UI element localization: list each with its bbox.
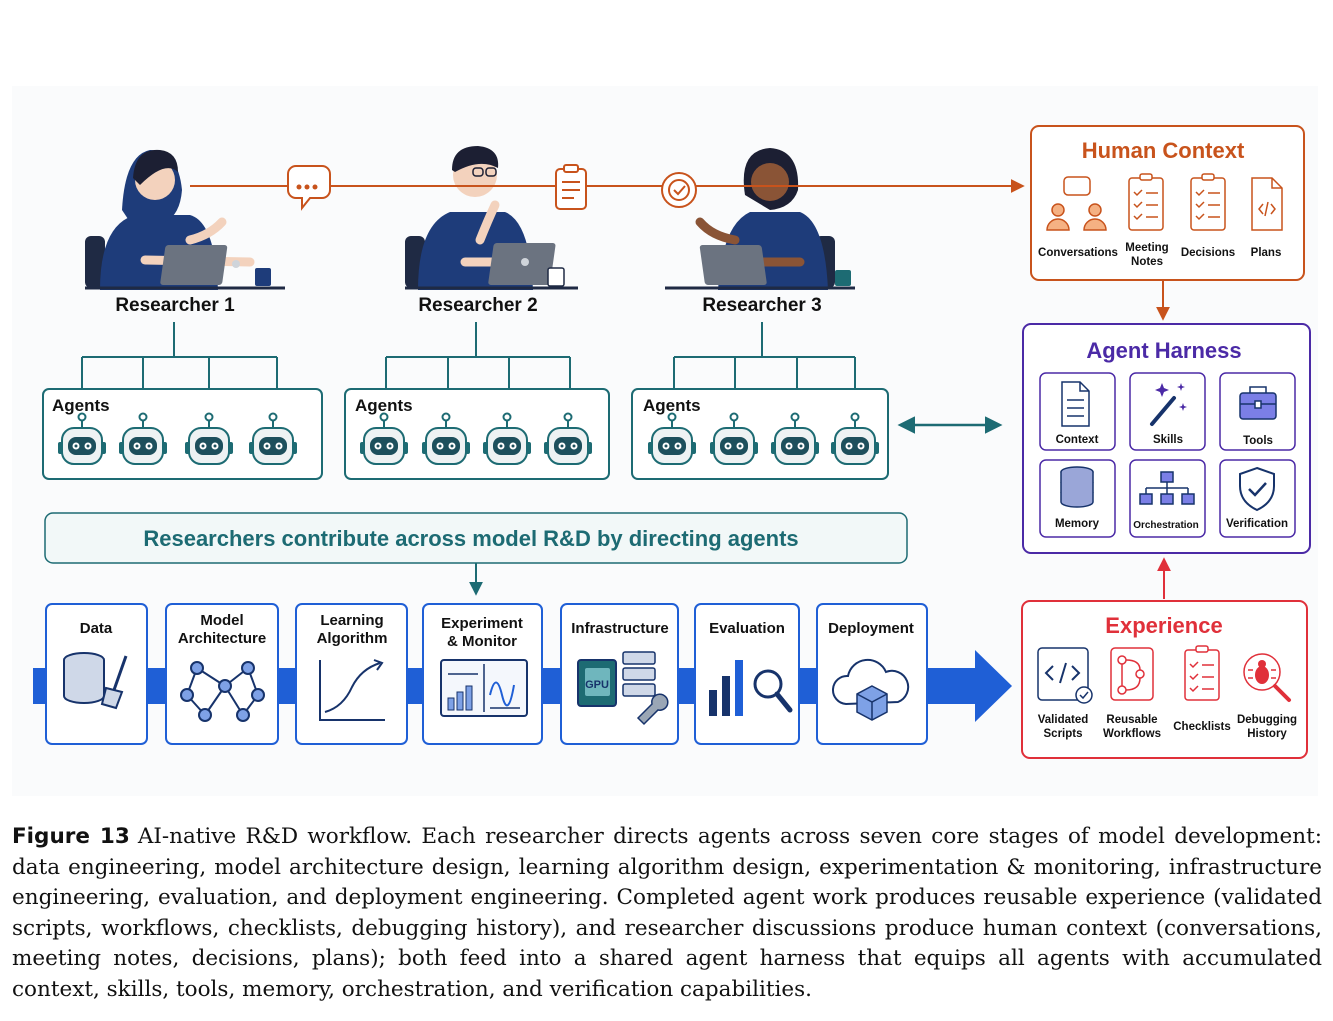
dashboard-icon — [440, 659, 528, 717]
stage-model-architecture-line2: Architecture — [178, 630, 266, 647]
svg-text:GPU: GPU — [585, 679, 609, 691]
workflow-icon — [1110, 647, 1154, 701]
stage-data-label: Data — [80, 620, 113, 637]
meeting-notes-icon — [1128, 173, 1164, 231]
checklist-icon — [1184, 645, 1220, 701]
stage-experiment-monitor-line1: Experiment — [441, 615, 523, 632]
gpu-server-icon: GPU — [577, 651, 669, 726]
banner-text: Researchers contribute across model R&D … — [143, 526, 798, 551]
human-context-panel: Human Context Conversations Meeting Note… — [1030, 125, 1305, 281]
researcher-3 — [665, 148, 855, 290]
stage-experiment-monitor-line2: & Monitor — [447, 633, 517, 650]
stage-model-architecture-line1: Model — [200, 612, 243, 629]
exp-reusable-workflows-line2: Workflows — [1103, 728, 1161, 740]
magic-wand-icon — [1150, 383, 1187, 426]
exp-debugging-history-line1: Debugging — [1237, 714, 1297, 726]
harness-tools-label: Tools — [1243, 435, 1273, 447]
stage-deployment: Deployment — [816, 603, 928, 745]
hierarchy-icon — [1139, 471, 1195, 505]
toolbox-icon — [1239, 386, 1277, 420]
agents-label: Agents — [643, 396, 701, 415]
check-circle-icon — [661, 172, 697, 208]
hc-meeting-notes-line2: Notes — [1131, 256, 1163, 268]
database-icon — [1060, 466, 1094, 508]
stage-infrastructure-label: Infrastructure — [571, 620, 669, 637]
stage-evaluation: Evaluation — [694, 603, 800, 745]
document-icon — [1061, 381, 1090, 427]
stage-infrastructure: Infrastructure GPU — [560, 603, 679, 745]
curve-chart-icon — [319, 659, 385, 721]
agent-group-1: Agents — [42, 388, 323, 480]
stage-evaluation-label: Evaluation — [709, 620, 785, 637]
hc-plans-label: Plans — [1251, 247, 1282, 259]
stage-learning-algorithm-line1: Learning — [320, 612, 383, 629]
agent-group-2: Agents — [344, 388, 610, 480]
exp-debugging-history-line2: History — [1247, 728, 1287, 740]
harness-verification-label: Verification — [1226, 518, 1288, 530]
experience-panel: Experience Validated Scripts — [1021, 600, 1308, 759]
bug-icon — [1243, 653, 1291, 702]
shield-check-icon — [1239, 466, 1275, 512]
agents-label: Agents — [52, 396, 110, 415]
harness-orchestration-label: Orchestration — [1133, 520, 1199, 531]
network-icon — [180, 661, 265, 722]
code-check-icon — [1037, 647, 1093, 704]
agents-label: Agents — [355, 396, 413, 415]
exp-validated-scripts-line1: Validated — [1038, 714, 1089, 726]
cloud-cube-icon — [831, 658, 910, 721]
researcher-3-label: Researcher 3 — [702, 295, 821, 316]
people-chat-icon — [1046, 176, 1107, 231]
stage-learning-algorithm: Learning Algorithm — [295, 603, 408, 745]
bar-magnifier-icon — [709, 660, 793, 716]
hc-conversations-label: Conversations — [1038, 247, 1118, 259]
workflow-diagram: Researcher 1 Researcher 2 Researcher 3 A… — [33, 125, 1311, 759]
agent-harness-panel: Agent Harness — [1022, 323, 1311, 554]
chat-bubble-icon — [287, 165, 331, 211]
hc-meeting-notes-line1: Meeting — [1125, 242, 1168, 254]
agent-harness-title: Agent Harness — [1086, 338, 1241, 363]
harness-skills-label: Skills — [1153, 434, 1183, 446]
researcher-1 — [85, 149, 285, 290]
database-icon — [63, 652, 128, 710]
hc-decisions-label: Decisions — [1181, 247, 1235, 259]
clipboard-icon — [555, 164, 587, 210]
stage-data: Data — [45, 603, 148, 745]
harness-context-label: Context — [1056, 434, 1099, 446]
exp-reusable-workflows-line1: Reusable — [1106, 714, 1157, 726]
decisions-icon — [1190, 173, 1226, 231]
stage-learning-algorithm-line2: Algorithm — [317, 630, 388, 647]
stage-experiment-monitor: Experiment & Monitor — [422, 603, 543, 745]
exp-checklists-label: Checklists — [1173, 721, 1231, 733]
caption-text: AI-native R&D workflow. Each researcher … — [12, 824, 1322, 1002]
researcher-1-label: Researcher 1 — [115, 295, 235, 316]
exp-validated-scripts-line2: Scripts — [1044, 728, 1083, 740]
researcher-2-label: Researcher 2 — [418, 295, 537, 316]
stage-model-architecture: Model Architecture — [165, 603, 279, 745]
plans-icon — [1251, 177, 1283, 231]
agent-group-3: Agents — [631, 388, 889, 480]
figure-label: Figure 13 — [12, 824, 130, 849]
harness-memory-label: Memory — [1055, 518, 1100, 530]
human-context-title: Human Context — [1082, 138, 1245, 163]
stage-deployment-label: Deployment — [828, 620, 914, 637]
experience-title: Experience — [1105, 613, 1222, 638]
agent-tree-connectors — [81, 322, 856, 389]
